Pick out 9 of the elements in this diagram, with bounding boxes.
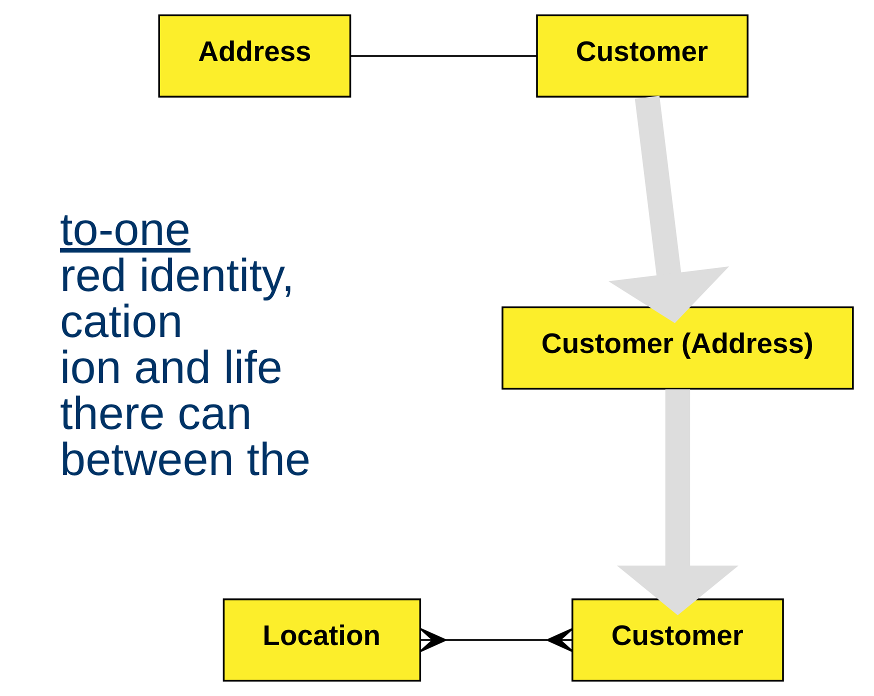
node-box: Location (222, 598, 422, 682)
connector (350, 55, 537, 57)
node-box: Customer (536, 14, 748, 98)
connector (420, 628, 574, 652)
node-box: Customer (Address) (502, 306, 854, 390)
node-box: Customer (572, 598, 784, 682)
arrow (616, 389, 738, 616)
arrow (608, 96, 730, 324)
node-box: Address (158, 14, 352, 98)
